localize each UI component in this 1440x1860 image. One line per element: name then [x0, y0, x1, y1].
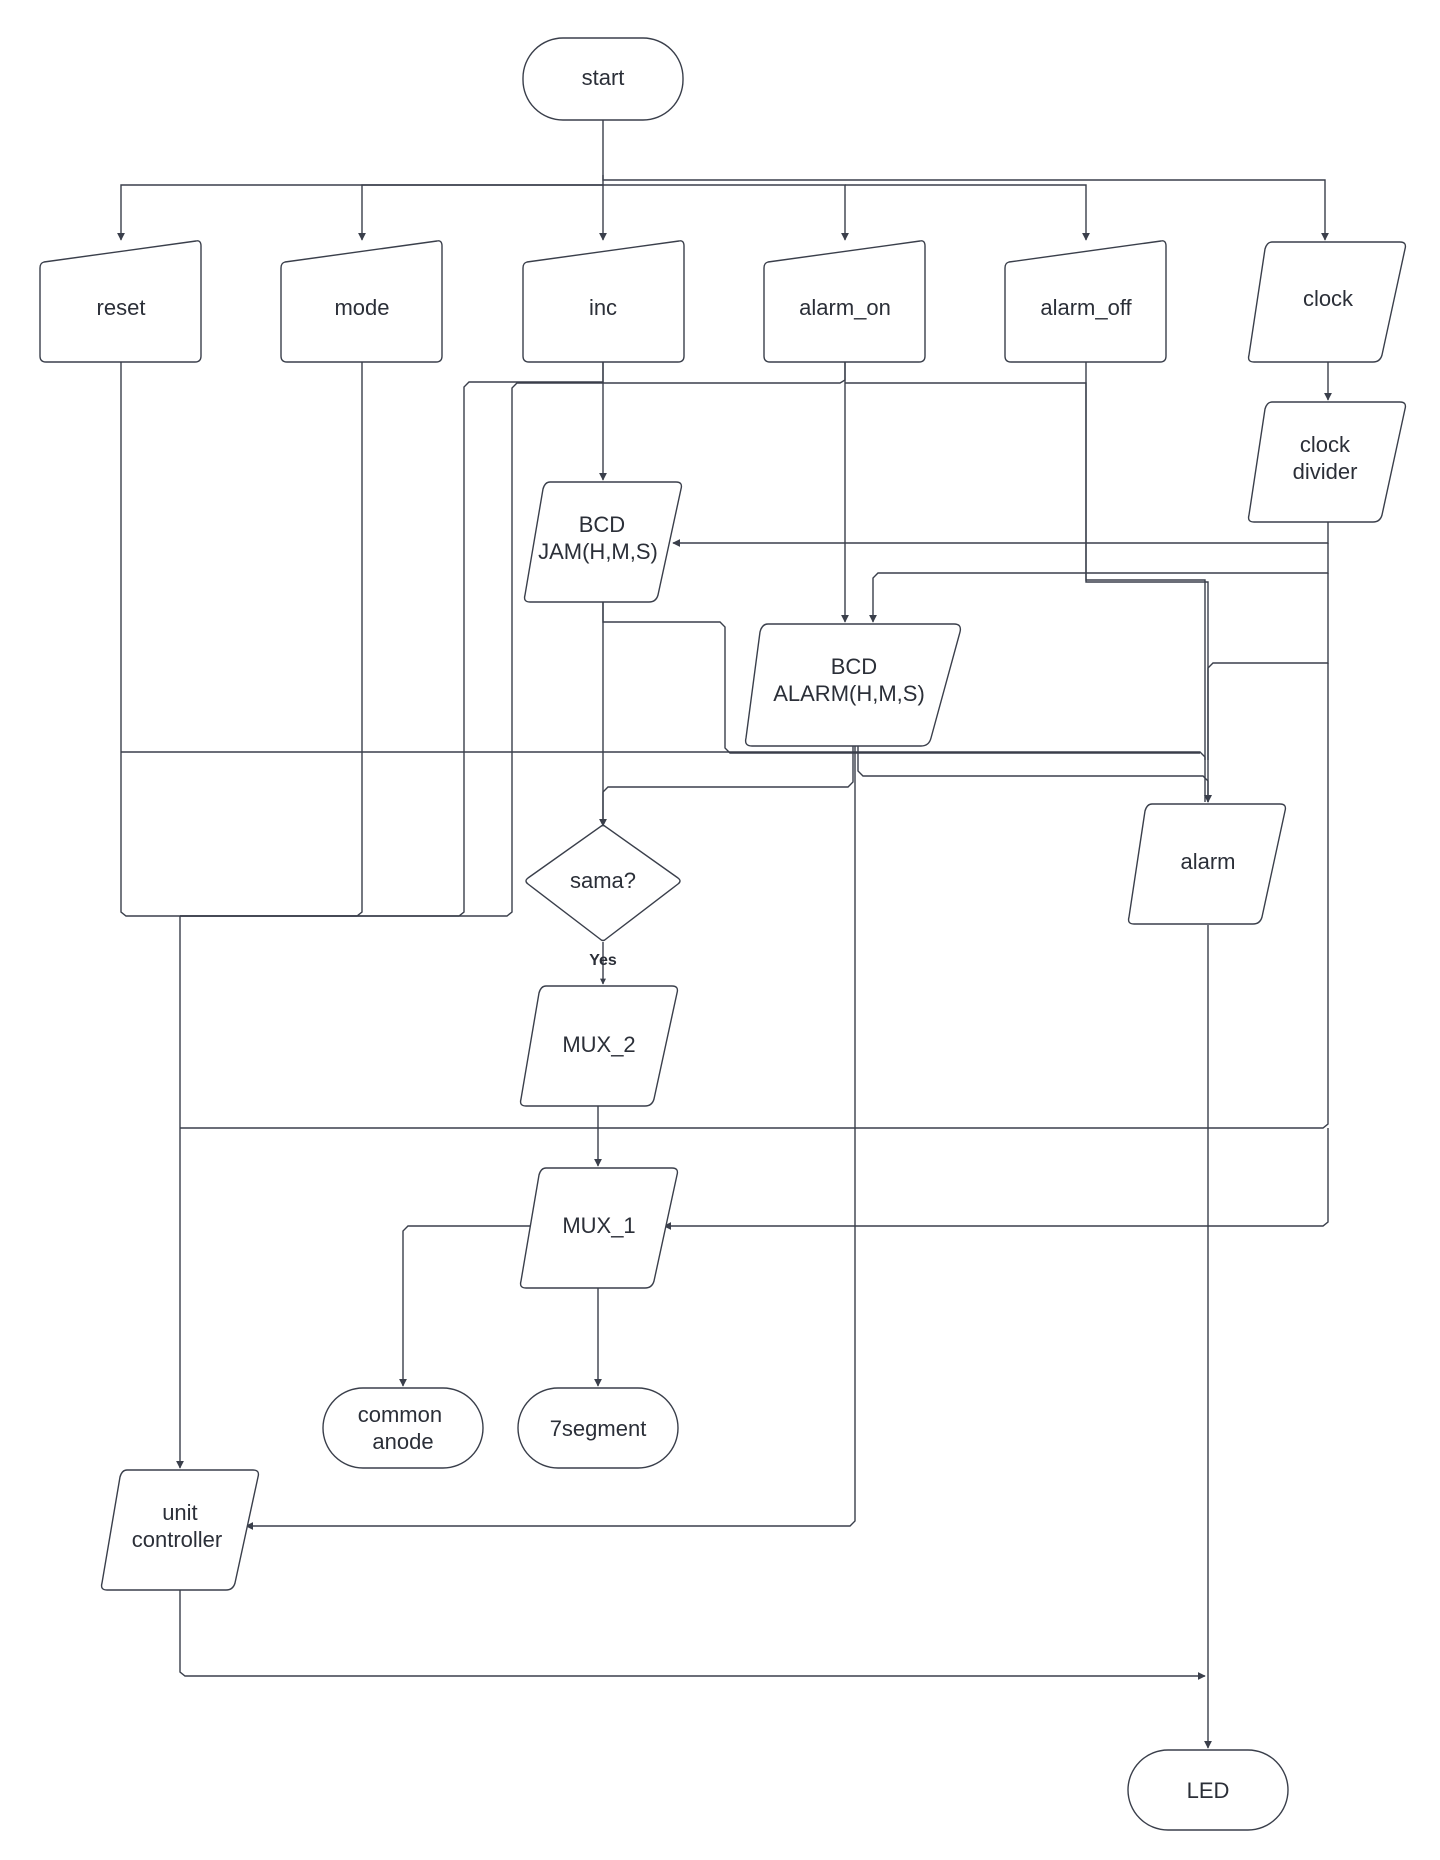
- edge-bcd-alarm-to-alarm: [857, 746, 1212, 803]
- edge-bcd-alarm-to-unit-controller: [245, 746, 856, 1530]
- node-mux-2[interactable]: MUX_2: [519, 985, 679, 1107]
- edge-divider-to-mux-bus: [180, 663, 1329, 1129]
- edges: [117, 120, 1332, 1749]
- edge-reset-to-controller-bus: [120, 362, 180, 917]
- node-mux-1[interactable]: MUX_1: [519, 1167, 679, 1289]
- node-inc[interactable]: inc: [522, 240, 685, 363]
- node-start[interactable]: start: [522, 37, 684, 121]
- edge-start-to-mode: [358, 184, 603, 241]
- edge-alarm-off-to-alarm: [1085, 362, 1212, 803]
- node-bcd-alarm[interactable]: BCD ALARM(H,M,S): [744, 623, 962, 747]
- node-inc-label: inc: [589, 295, 617, 320]
- node-common-anode[interactable]: common anode: [322, 1387, 484, 1469]
- node-bcd-jam-label: BCD JAM(H,M,S): [538, 512, 658, 564]
- edge-alarm-on-to-controller-bus: [180, 362, 846, 917]
- node-alarm-on[interactable]: alarm_on: [763, 240, 926, 363]
- node-sama-decision[interactable]: sama?: [525, 824, 681, 942]
- node-mode[interactable]: mode: [280, 240, 443, 363]
- node-bcd-alarm-label: BCD ALARM(H,M,S): [773, 654, 925, 706]
- edge-bcd-alarm-to-sama: [599, 746, 854, 827]
- node-start-label: start: [582, 65, 625, 90]
- node-mode-label: mode: [334, 295, 389, 320]
- node-reset-label: reset: [97, 295, 146, 320]
- node-alarm-on-label: alarm_on: [799, 295, 891, 320]
- node-7segment[interactable]: 7segment: [517, 1387, 679, 1469]
- edge-divider-to-bcd-alarm: [869, 543, 1329, 623]
- node-bcd-jam[interactable]: BCD JAM(H,M,S): [523, 481, 683, 603]
- node-clock[interactable]: clock: [1247, 241, 1407, 363]
- nodes: start reset mode inc alarm_on alarm_off …: [39, 37, 1407, 1831]
- node-unit-controller-label: unit controller: [132, 1500, 222, 1552]
- edge-start-to-alarm-on: [603, 184, 849, 241]
- node-alarm-off-label: alarm_off: [1040, 295, 1132, 320]
- edge-start-to-clock: [602, 175, 1329, 241]
- node-common-anode-label: common anode: [358, 1402, 448, 1454]
- node-sama-label: sama?: [570, 868, 636, 893]
- node-alarm-off[interactable]: alarm_off: [1004, 240, 1167, 363]
- node-alarm[interactable]: alarm: [1127, 803, 1287, 925]
- node-led-label: LED: [1187, 1778, 1230, 1803]
- node-clock-label: clock: [1303, 286, 1354, 311]
- edge-inc-to-controller-bus-1: [180, 362, 604, 917]
- node-clock-divider[interactable]: clock divider: [1247, 401, 1407, 523]
- node-mux-1-label: MUX_1: [562, 1213, 635, 1238]
- edge-bcd-jam-to-alarm: [602, 602, 1200, 754]
- node-7segment-label: 7segment: [550, 1416, 647, 1441]
- node-led[interactable]: LED: [1127, 1749, 1289, 1831]
- node-clock-divider-label: clock divider: [1293, 432, 1358, 484]
- edge-start-to-alarm-off: [845, 184, 1090, 241]
- edge-divider-to-alarm: [1207, 573, 1329, 760]
- edge-unit-controller-to-led: [179, 1588, 1206, 1680]
- edge-reset-to-alarm: [121, 751, 1206, 802]
- edge-divider-to-mux-1: [663, 1128, 1329, 1230]
- node-mux-2-label: MUX_2: [562, 1032, 635, 1057]
- node-unit-controller[interactable]: unit controller: [100, 1469, 260, 1591]
- edge-divider-to-bcd-jam: [672, 522, 1329, 547]
- edge-label-yes: Yes: [589, 952, 617, 969]
- edge-mode-to-controller-bus: [180, 362, 363, 917]
- edge-mux-1-to-common-anode: [399, 1225, 534, 1387]
- node-alarm-label: alarm: [1180, 849, 1235, 874]
- node-reset[interactable]: reset: [39, 240, 202, 363]
